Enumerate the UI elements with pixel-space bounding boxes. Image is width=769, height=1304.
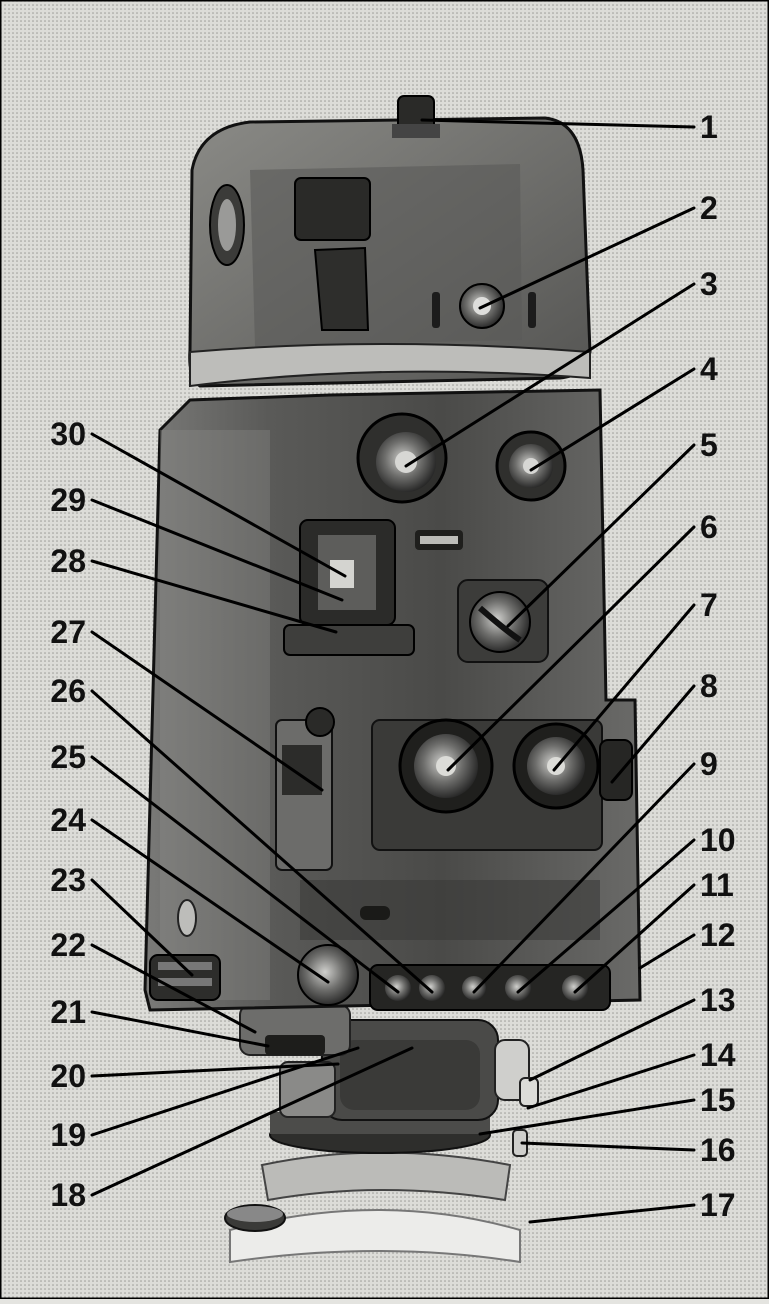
callout-8: 8	[700, 668, 718, 704]
leader-line-21	[90, 1010, 270, 1048]
leader-line-11	[573, 883, 696, 994]
leader-line-2	[478, 206, 696, 310]
callout-24: 24	[50, 802, 86, 838]
callout-14: 14	[700, 1037, 736, 1073]
callout-26: 26	[50, 673, 86, 709]
leader-line-15	[478, 1098, 696, 1136]
callout-21: 21	[50, 994, 86, 1030]
leader-line-5	[506, 443, 696, 628]
leader-line-8	[610, 684, 696, 784]
leader-line-3	[404, 282, 696, 468]
callout-6: 6	[700, 509, 718, 545]
leader-line-27	[90, 630, 324, 792]
callout-4: 4	[700, 351, 718, 387]
callout-11: 11	[700, 867, 734, 903]
tripod-base	[224, 1112, 521, 1264]
top-cap	[188, 95, 592, 388]
callout-2: 2	[700, 190, 718, 226]
leader-line-19	[90, 1046, 360, 1137]
callout-10: 10	[700, 822, 736, 858]
callout-22: 22	[50, 927, 86, 963]
callout-30: 30	[50, 416, 86, 452]
lower-housing	[239, 1004, 530, 1121]
leader-line-18	[90, 1046, 414, 1197]
callout-28: 28	[50, 543, 86, 579]
leader-line-23	[90, 878, 194, 977]
leader-lines	[90, 118, 696, 1224]
leader-line-14	[526, 1053, 696, 1110]
callout-13: 13	[700, 982, 736, 1018]
callout-5: 5	[700, 427, 718, 463]
leader-line-6	[446, 525, 696, 772]
leader-line-25	[90, 755, 400, 994]
callout-19: 19	[50, 1117, 86, 1153]
leader-line-20	[90, 1062, 340, 1078]
callout-23: 23	[50, 862, 86, 898]
callout-17: 17	[700, 1187, 736, 1223]
leader-line-1	[420, 118, 696, 129]
leader-line-10	[516, 838, 696, 994]
callout-27: 27	[50, 614, 86, 650]
callout-9: 9	[700, 746, 718, 782]
callout-7: 7	[700, 587, 718, 623]
callout-18: 18	[50, 1177, 86, 1213]
leader-line-16	[520, 1141, 696, 1152]
leader-line-4	[529, 367, 696, 472]
callout-12: 12	[700, 917, 736, 953]
leader-line-29	[90, 498, 344, 602]
callout-16: 16	[700, 1132, 736, 1168]
leader-line-30	[90, 432, 347, 578]
leader-line-7	[552, 603, 696, 772]
leader-line-9	[472, 762, 696, 994]
callout-15: 15	[700, 1082, 736, 1118]
leader-line-28	[90, 559, 338, 634]
callout-29: 29	[50, 482, 86, 518]
leader-line-12	[638, 933, 696, 970]
leader-line-26	[90, 689, 434, 994]
callout-20: 20	[50, 1058, 86, 1094]
callout-3: 3	[700, 266, 718, 302]
leader-line-17	[528, 1203, 696, 1224]
callout-labels: 1 2 3 4 5 6 7 8 9 10 11 12 13 14 15 16 1…	[50, 109, 735, 1223]
front-panel	[149, 412, 633, 1157]
leader-line-24	[90, 818, 330, 984]
leader-line-13	[528, 998, 696, 1082]
callout-1: 1	[700, 109, 718, 145]
leader-line-22	[90, 943, 257, 1034]
callout-25: 25	[50, 739, 86, 775]
